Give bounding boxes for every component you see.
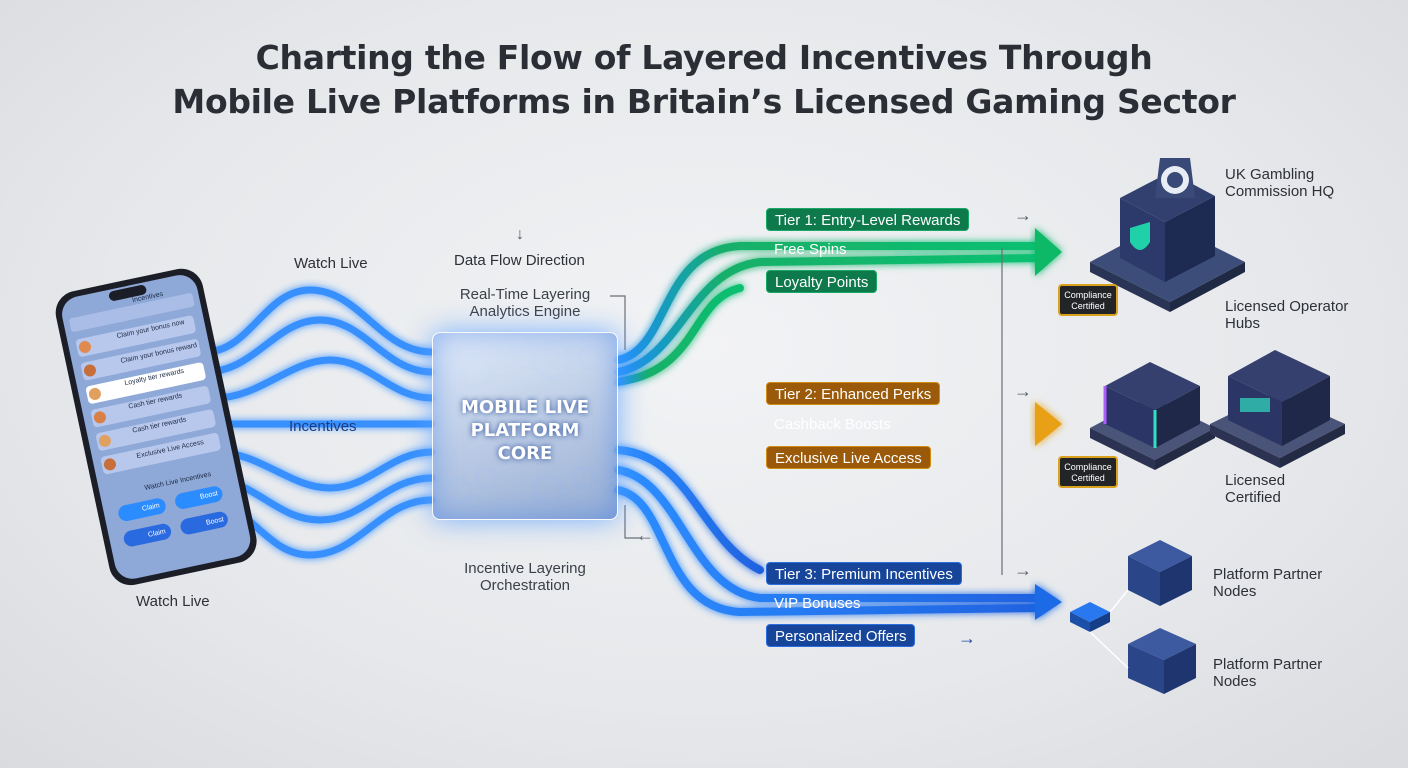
- licensed-certified-line-1: Licensed: [1225, 472, 1286, 489]
- tier3-item-personalized-offers: Personalized Offers: [766, 624, 916, 647]
- compliance-badge-line-1: Compliance: [1064, 290, 1112, 300]
- licensed-certified-label: Licensed Certified: [1225, 472, 1285, 506]
- arrow-right-icon: →: [1014, 381, 1032, 401]
- tier3-item-vip-bonuses: VIP Bonuses: [774, 595, 861, 612]
- arrow-right-icon: →: [958, 628, 976, 648]
- tier2-arrowhead: [1035, 402, 1062, 446]
- tier3-flows: [614, 446, 1044, 617]
- licensed-certified-line-2: Certified: [1225, 489, 1281, 506]
- compliance-badge-line-2: Certified: [1071, 301, 1105, 311]
- tier1-flows: [614, 242, 1044, 386]
- hq-line-1: UK Gambling: [1225, 166, 1315, 183]
- tier2-title-tag: Tier 2: Enhanced Perks: [766, 382, 941, 405]
- page-title: Charting the Flow of Layered Incentives …: [0, 36, 1408, 124]
- orchestration-label: Incentive Layering Orchestration: [430, 560, 620, 594]
- operator-hub-building-icon: [1090, 362, 1215, 470]
- input-flow-1: [201, 286, 436, 356]
- partner-nodes-1-line-2: Nodes: [1213, 583, 1257, 600]
- platform-core-label: MOBILE LIVE PLATFORM CORE: [432, 396, 618, 465]
- compliance-badge: Compliance Certified: [1058, 456, 1118, 488]
- operator-hubs-line-1: Licensed Operator: [1225, 298, 1349, 315]
- operator-hubs-label: Licensed Operator Hubs: [1225, 298, 1348, 332]
- watch-live-label-bottom: Watch Live: [136, 593, 210, 610]
- tier2-item-exclusive-live-access: Exclusive Live Access: [766, 446, 931, 469]
- core-line-3: CORE: [497, 443, 553, 464]
- arrow-left-icon: ←: [636, 525, 654, 545]
- tier1-title-tag: Tier 1: Entry-Level Rewards: [766, 208, 970, 231]
- compliance-badge-line-2: Certified: [1071, 473, 1105, 483]
- core-line-1: MOBILE LIVE: [460, 397, 590, 418]
- network-hub-icon: [1070, 589, 1129, 669]
- partner-node-building-icon: [1128, 540, 1192, 606]
- compliance-badge: Compliance Certified: [1058, 284, 1118, 316]
- title-line-2: Mobile Live Platforms in Britain’s Licen…: [172, 82, 1236, 121]
- watch-live-label-top: Watch Live: [294, 255, 368, 272]
- mobile-phone: Incentives Claim your bonus now Claim yo…: [40, 256, 280, 586]
- compliance-badge-line-1: Compliance: [1064, 462, 1112, 472]
- down-arrow-icon: ↓: [516, 226, 524, 243]
- title-line-1: Charting the Flow of Layered Incentives …: [255, 38, 1153, 77]
- incentives-label: Incentives: [289, 418, 357, 435]
- operator-hubs-line-2: Hubs: [1225, 315, 1261, 332]
- tier1-item-free-spins: Free Spins: [774, 241, 847, 258]
- commission-hq-building-icon: [1090, 158, 1245, 312]
- orchestration-line-1: Incentive Layering: [464, 560, 586, 577]
- platform-core-box: [432, 332, 618, 520]
- tier2-flows: [614, 414, 1044, 434]
- tier3-title-tag: Tier 3: Premium Incentives: [766, 562, 962, 585]
- arrow-right-icon: →: [1014, 560, 1032, 580]
- hq-line-2: Commission HQ: [1225, 183, 1335, 200]
- orchestration-line-2: Orchestration: [479, 577, 571, 594]
- core-line-2: PLATFORM: [470, 420, 580, 441]
- tier2-item-cashback-boosts: Cashback Boosts: [774, 416, 891, 433]
- input-flow-3: [211, 356, 436, 402]
- data-flow-direction-label: Data Flow Direction: [454, 252, 585, 269]
- arrow-right-icon: →: [1014, 205, 1032, 225]
- connector-lines: [610, 248, 1003, 575]
- phone-icon: [55, 268, 257, 586]
- tier3-arrowhead: [1035, 584, 1062, 620]
- partner-nodes-1-line-1: Platform Partner: [1213, 566, 1323, 583]
- input-flow-5: [211, 448, 436, 492]
- partner-nodes-2-line-2: Nodes: [1213, 673, 1257, 690]
- analytics-engine-label: Real-Time Layering Analytics Engine: [430, 286, 620, 320]
- analytics-engine-line-1: Real-Time Layering: [459, 286, 591, 303]
- partner-nodes-label-2: Platform Partner Nodes: [1213, 656, 1322, 690]
- tier1-item-loyalty-points: Loyalty Points: [766, 270, 878, 293]
- analytics-engine-line-2: Analytics Engine: [469, 303, 581, 320]
- partner-nodes-label-1: Platform Partner Nodes: [1213, 566, 1322, 600]
- input-flow-2: [201, 316, 436, 376]
- tier1-arrowhead: [1035, 228, 1062, 276]
- operator-hub-building-icon-2: [1210, 350, 1345, 468]
- partner-node-building-icon-2: [1128, 628, 1196, 694]
- hq-label: UK Gambling Commission HQ: [1225, 166, 1334, 200]
- partner-nodes-2-line-1: Platform Partner: [1213, 656, 1323, 673]
